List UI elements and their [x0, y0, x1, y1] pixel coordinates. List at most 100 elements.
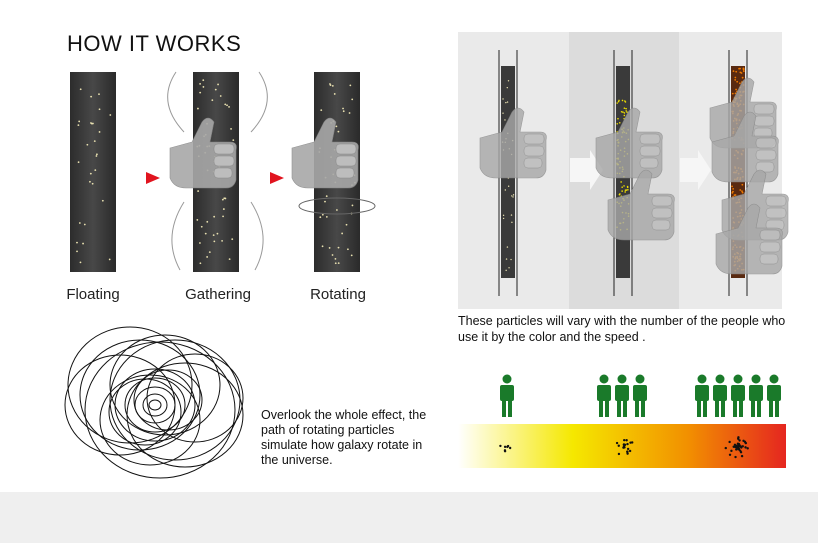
cluster-dot [626, 442, 629, 446]
particle-dot [89, 180, 91, 183]
particle-dot [83, 223, 86, 226]
particle-dot [621, 190, 623, 192]
cluster-dot [625, 439, 628, 442]
particle-dot [82, 242, 84, 245]
particle-dot [350, 254, 353, 257]
tube-floating [70, 72, 116, 272]
galaxy-ring [109, 339, 241, 461]
particle-dot [76, 250, 78, 253]
particle-dot [325, 195, 328, 198]
particle-dot [502, 214, 505, 217]
particle-dot [621, 99, 624, 102]
particle-dot [94, 169, 97, 172]
particle-dot [213, 240, 216, 243]
particle-dot [78, 222, 81, 224]
particle-dot [206, 256, 209, 258]
particle-dot [741, 183, 744, 186]
particle-dot [735, 88, 737, 91]
curve-arrow-icon [171, 201, 185, 271]
cluster-dot [617, 444, 620, 447]
cluster-dot [626, 447, 630, 451]
cluster-dot [724, 446, 727, 450]
particle-dot [222, 208, 225, 210]
particle-dot [345, 223, 348, 226]
person-icon [713, 374, 727, 417]
particle-dot [226, 104, 228, 107]
particle-dot [739, 82, 741, 85]
particle-dot [738, 67, 740, 70]
cluster-dot [626, 452, 629, 455]
particle-dot [90, 95, 93, 98]
particle-dot [320, 109, 323, 112]
particle-dot [502, 98, 504, 100]
particle-dot [624, 101, 627, 103]
particle-dot [624, 191, 626, 193]
particle-dot [90, 122, 93, 125]
person-icon [767, 374, 781, 417]
cluster-dot [739, 450, 743, 454]
particle-dot [86, 143, 89, 146]
particle-dot [334, 262, 337, 265]
particle-dot [337, 246, 340, 249]
curve-arrow-icon [250, 201, 264, 271]
particle-dot [212, 234, 215, 237]
cluster-dot [742, 439, 745, 443]
particle-dot [507, 185, 510, 187]
particle-dot [504, 119, 506, 121]
particle-dot [331, 254, 334, 256]
particle-dot [341, 232, 344, 235]
pointer-triangle-icon [146, 172, 160, 184]
cluster-dot [728, 440, 731, 444]
particle-dot [337, 262, 340, 265]
particle-dot [217, 83, 219, 86]
cluster-dot [629, 441, 632, 444]
particle-dot [618, 99, 620, 102]
particle-dot [618, 122, 621, 124]
particle-dot [204, 232, 207, 235]
particle-dot [342, 110, 345, 113]
galaxy-ring [67, 326, 193, 444]
particle-dot [507, 80, 510, 82]
particle-dot [623, 114, 626, 117]
particle-dot [231, 238, 234, 241]
galaxy-ring [84, 341, 236, 479]
particle-dot [616, 122, 619, 125]
particle-dot [511, 195, 513, 197]
particle-dot [741, 76, 744, 79]
cluster-dot [739, 445, 742, 448]
cluster-dot [744, 441, 748, 445]
particle-dot [91, 182, 94, 185]
particle-dot [342, 107, 344, 110]
particle-dot [321, 213, 324, 216]
particle-dot [617, 117, 619, 120]
particle-dot [79, 88, 82, 91]
particle-dot [623, 112, 626, 114]
particle-dot [336, 209, 338, 211]
particle-dot [508, 267, 510, 269]
particle-dot [334, 258, 337, 260]
particle-dot [620, 181, 622, 183]
person-icon [615, 374, 629, 417]
particle-dot [622, 111, 624, 113]
galaxy-ring [114, 368, 196, 442]
particle-dot [202, 79, 205, 82]
person-icon [749, 374, 763, 417]
particle-dot [504, 189, 507, 191]
particle-dot [735, 70, 738, 73]
particle-dot [506, 86, 508, 89]
particle-dot [505, 258, 508, 260]
cluster-dot [628, 449, 632, 453]
particle-dot [624, 189, 627, 191]
particle-dot [621, 186, 623, 188]
particle-dot [202, 86, 205, 88]
particle-dot [98, 131, 101, 133]
particle-dot [502, 112, 504, 114]
particle-dot [328, 247, 331, 249]
particle-dot [324, 200, 326, 203]
particle-dot [736, 80, 739, 83]
particle-dot [219, 95, 222, 97]
person-icon [633, 374, 647, 417]
cluster-dot [617, 452, 621, 456]
particle-dot [335, 125, 338, 128]
cluster-dot [734, 455, 737, 459]
